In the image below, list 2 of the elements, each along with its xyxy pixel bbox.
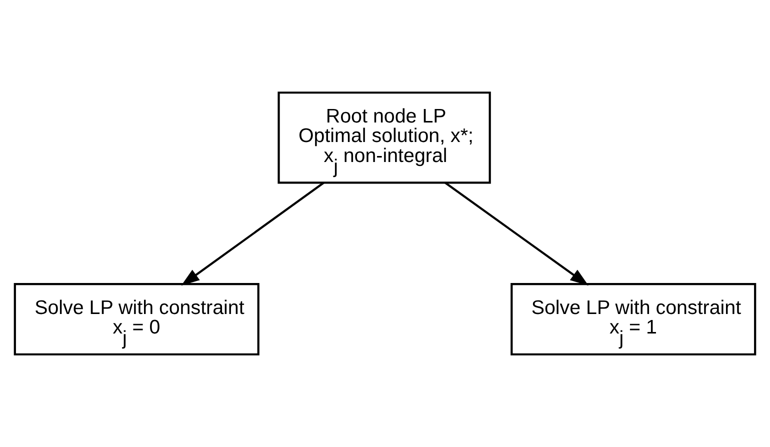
- arrow: [444, 182, 589, 286]
- arrow: [181, 182, 324, 286]
